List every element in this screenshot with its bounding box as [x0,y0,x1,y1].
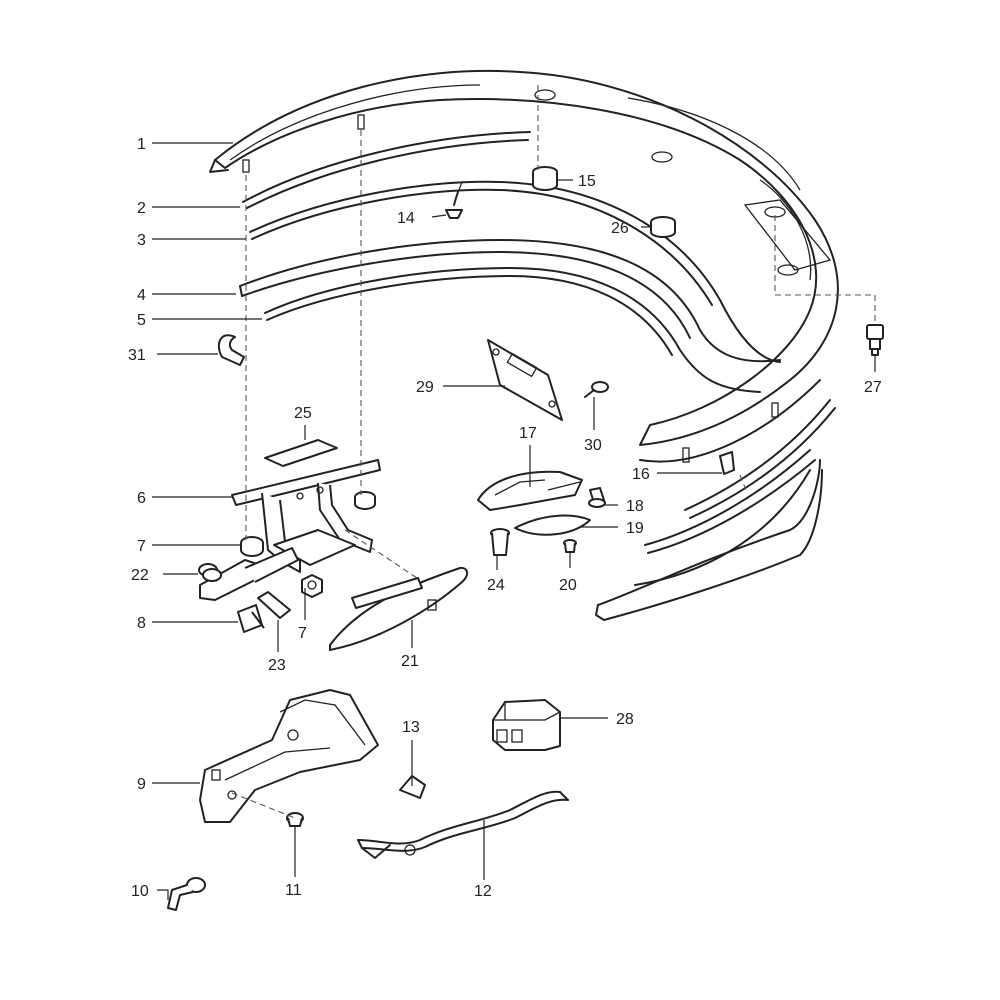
part-13-clip [399,775,426,799]
part-7-nut-b [301,574,323,598]
callout-23: 23 [268,657,286,674]
callout-6: 6 [137,490,146,507]
callout-25: 25 [294,405,312,422]
part-8-bolt [237,604,265,633]
callout-11: 11 [285,882,302,899]
callout-labels: 1 2 3 4 5 6 7 7 8 9 10 11 12 13 14 15 16… [128,136,882,900]
assembly-dashed-lines [231,85,876,819]
part-7-nut-a [240,536,264,557]
part-27-stud [866,324,884,356]
part-28-relay [492,699,561,751]
part-6-bracket [199,459,381,601]
callout-22: 22 [131,567,149,584]
part-29-plate [487,339,563,421]
callout-10: 10 [131,883,149,900]
part-22-nut [198,563,222,582]
part-30-screw [584,381,609,398]
callout-27: 27 [864,379,882,396]
part-1-tonneau-cover [209,69,839,463]
part-16-clip [719,451,735,475]
part-24-spacer [490,528,510,556]
callout-3: 3 [137,232,146,249]
part-17-latch [477,470,583,511]
callout-31: 31 [128,347,146,364]
callout-leaders [152,142,876,900]
part-18-bolt [588,487,606,508]
part-5-seal-strip [264,267,761,393]
part-3-seal-strip [249,180,781,363]
callout-19: 19 [626,520,644,537]
part-15-rubber-buffer [532,166,558,191]
part-25-pad [264,439,338,467]
callout-18: 18 [626,498,644,515]
callout-7-right: 7 [298,625,307,642]
part-19-guide [514,514,591,536]
callout-14: 14 [397,210,415,227]
part-11-plug [286,812,304,827]
callout-1: 1 [137,136,146,153]
part-23-stud-bolt [257,591,291,619]
callout-7-left: 7 [137,538,146,555]
part-7-nut-c [354,491,376,510]
callout-30: 30 [584,437,602,454]
part-26-rubber-buffer [650,216,676,238]
callout-20: 20 [559,577,577,594]
callout-26: 26 [611,220,629,237]
part-9-bracket-housing [199,689,379,823]
part-21-cover-panel [329,566,468,651]
callout-9: 9 [137,776,146,793]
callout-5: 5 [137,312,146,329]
callout-16: 16 [632,466,650,483]
callout-2: 2 [137,200,146,217]
right-side-seal-strips [595,379,836,621]
callout-12: 12 [474,883,492,900]
part-14-screw [445,191,463,219]
callout-29: 29 [416,379,434,396]
callout-8: 8 [137,615,146,632]
part-4-seal-strip [239,239,781,363]
callout-21: 21 [401,653,419,670]
callout-24: 24 [487,577,505,594]
callout-13: 13 [402,719,420,736]
part-12-cable [357,790,569,859]
callout-17: 17 [519,425,537,442]
part-2-seal-strip [242,131,531,209]
part-20-grommet [563,539,577,553]
callout-28: 28 [616,711,634,728]
callout-4: 4 [137,287,146,304]
callout-15: 15 [578,173,596,190]
part-31-clip [217,334,245,366]
part-10-fitting [167,877,206,911]
